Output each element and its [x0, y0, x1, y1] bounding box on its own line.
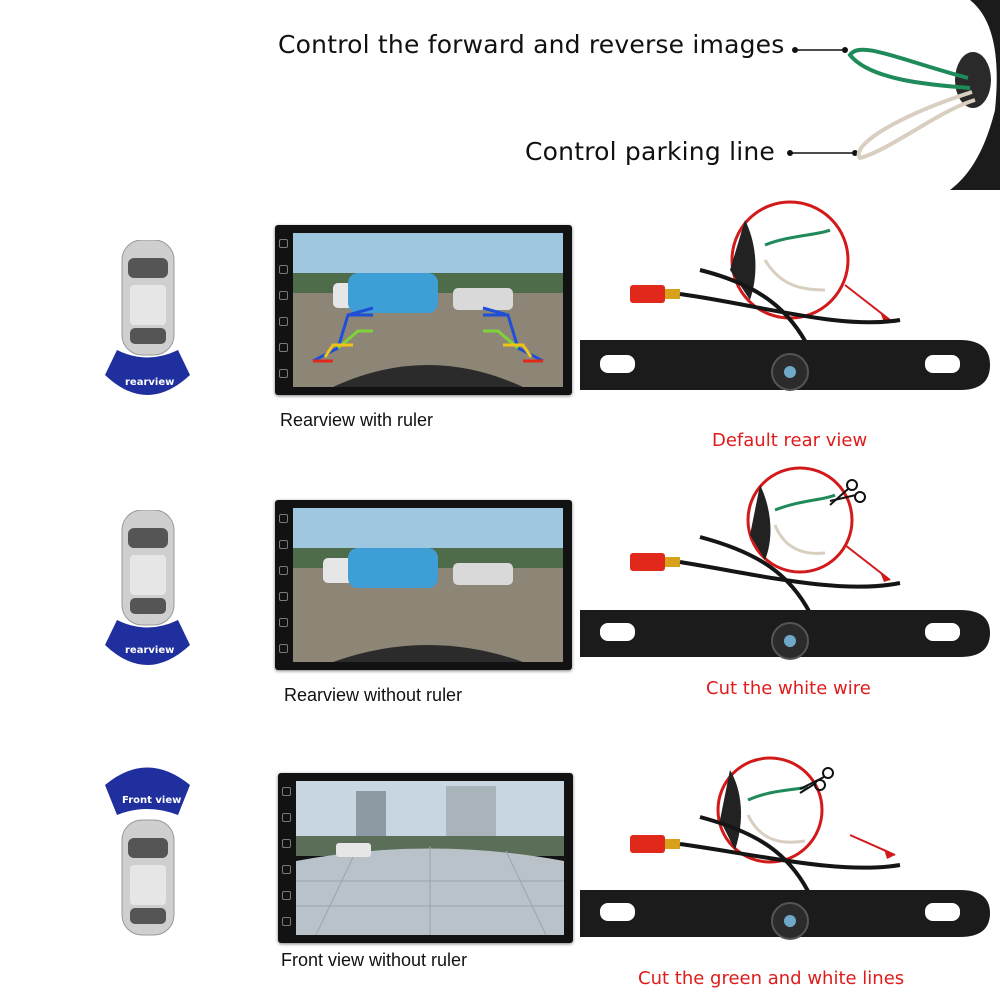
monitor-button-icons: [278, 773, 294, 943]
header-wire-illustration: [787, 0, 1000, 190]
row-rearview-ruler: rearview: [0, 200, 1000, 460]
caption-front-view-no-ruler: Front view without ruler: [281, 950, 468, 970]
camera-kit-cut-green-white: [580, 756, 990, 940]
car-rearview-icon: [105, 240, 190, 395]
wire-label-forward-reverse: Control the forward and reverse images: [278, 30, 785, 59]
caption-rearview-ruler: Rearview with ruler: [280, 410, 434, 430]
scissors-icon: [829, 479, 866, 506]
monitor-display: [278, 773, 573, 943]
view-label-rear: rearview: [125, 645, 175, 656]
camera-kit-cut-white: [580, 466, 990, 660]
row-front-view: Front view Front view without ruler: [0, 756, 1000, 1000]
camera-kit-default: [580, 200, 990, 391]
caption-rearview-no-ruler: Rearview without ruler: [284, 685, 463, 705]
wire-label-parking-line: Control parking line: [525, 137, 775, 166]
monitor-display: [275, 225, 572, 395]
car-frontview-icon: [105, 767, 190, 936]
scissors-icon: [799, 767, 834, 794]
car-rearview-icon: [105, 510, 190, 665]
note-cut-green-white: Cut the green and white lines: [638, 968, 905, 989]
frontview-screen: [296, 781, 564, 935]
rearview-screen: [293, 233, 563, 387]
monitor-display: [275, 500, 572, 670]
row-rearview-no-ruler: rearview Rearview without ruler: [0, 466, 1000, 725]
note-default-rear-view: Default rear view: [712, 430, 868, 451]
note-cut-white-wire: Cut the white wire: [706, 678, 871, 699]
rearview-screen: [293, 508, 563, 662]
monitor-button-icons: [275, 500, 291, 670]
view-label-front: Front view: [122, 795, 182, 806]
view-label-rear: rearview: [125, 377, 175, 388]
monitor-button-icons: [275, 225, 291, 395]
